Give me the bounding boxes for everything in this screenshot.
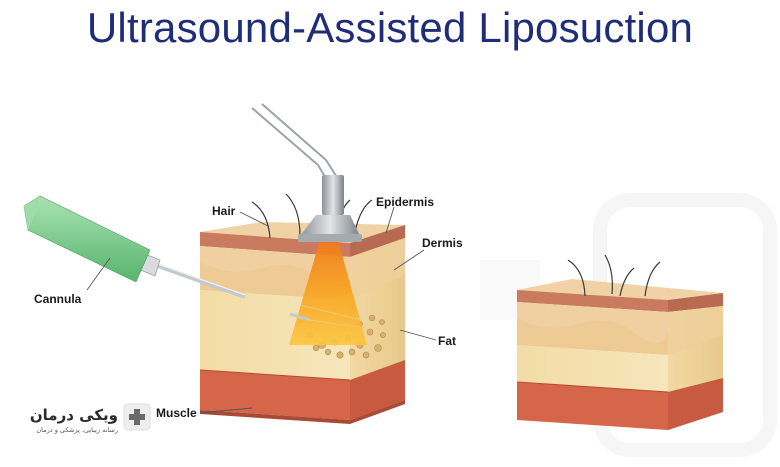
skin-block-treated: [23, 103, 405, 424]
logo-name: ویکی درمان: [30, 406, 118, 424]
muscle-layer: [200, 370, 350, 420]
epidermis-layer: [200, 232, 350, 257]
label-cannula: Cannula: [34, 292, 82, 306]
page-title: Ultrasound-Assisted Liposuction: [86, 4, 694, 51]
leader-lines: [86, 206, 437, 414]
label-dermis: Dermis: [422, 236, 463, 250]
ultrasound-probe: [251, 103, 362, 242]
site-logo: ویکی درمان رسانه زیبایی، پزشکی و درمان: [30, 403, 151, 434]
cannula-instrument: [23, 195, 311, 322]
label-muscle: Muscle: [156, 406, 197, 420]
skin-block-untreated: [516, 254, 723, 430]
logo-tagline: رسانه زیبایی، پزشکی و درمان: [36, 426, 118, 434]
label-hair: Hair: [212, 204, 236, 218]
label-fat: Fat: [438, 334, 456, 348]
label-epidermis: Epidermis: [376, 195, 434, 209]
